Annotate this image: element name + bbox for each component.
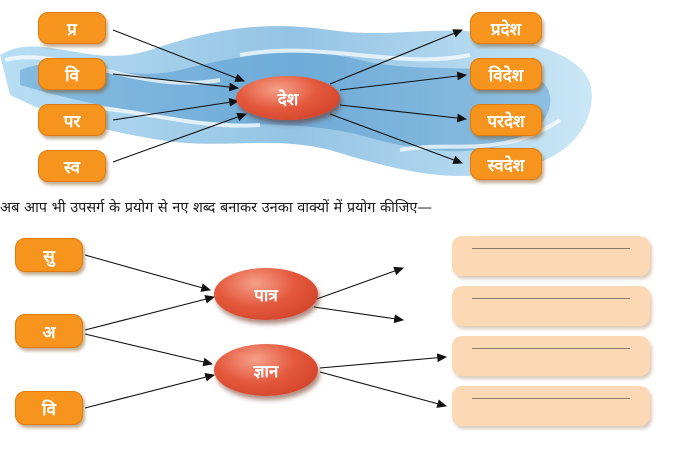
arrow-gyan-out-2	[319, 371, 448, 408]
prefix-label: वि	[42, 399, 56, 420]
result-pill-pardesh: परदेश	[470, 104, 542, 136]
prefix-pill-par: पर	[38, 104, 106, 136]
result-pill-pradesh: प्रदेश	[470, 12, 542, 44]
arrow-patra-out-1	[313, 266, 405, 301]
instruction-text: अब आप भी उपसर्ग के प्रयोग से नए शब्द बना…	[0, 200, 432, 216]
prefix-pill-vi-bottom: वि	[15, 391, 83, 425]
answer-blank-3[interactable]	[452, 336, 650, 376]
root-label: देश	[277, 89, 299, 110]
result-label: परदेश	[487, 111, 525, 132]
root-label: ज्ञान	[253, 361, 279, 382]
answer-blank-1[interactable]	[452, 236, 650, 276]
arrow-sva-to-desh	[112, 112, 248, 163]
prefix-label: सु	[43, 246, 55, 267]
result-label: स्वदेश	[487, 155, 525, 176]
prefix-label: स्व	[63, 157, 81, 178]
result-pill-videsh: विदेश	[470, 58, 542, 90]
root-oval-patra: पात्र	[214, 268, 318, 320]
answer-underline	[472, 248, 630, 249]
prefix-label: पर	[63, 111, 81, 132]
arrow-gyan-out-1	[319, 353, 448, 369]
arrow-vi-to-desh	[112, 73, 240, 92]
result-label: विदेश	[488, 65, 524, 86]
arrow-par-to-desh	[112, 97, 240, 121]
arrow-a-to-patra	[84, 294, 216, 331]
root-oval-desh: देश	[236, 76, 340, 120]
result-label: प्रदेश	[490, 19, 522, 40]
prefix-pill-pra: प्र	[38, 12, 106, 44]
prefix-pill-sva: स्व	[38, 150, 106, 182]
arrow-desh-to-svadesh	[329, 113, 464, 165]
root-oval-gyan: ज्ञान	[214, 344, 318, 396]
arrow-desh-to-videsh	[339, 71, 468, 91]
prefix-pill-vi: वि	[38, 58, 106, 90]
arrow-patra-out-2	[313, 306, 405, 324]
prefix-label: प्र	[67, 19, 77, 40]
arrow-desh-to-pradesh	[329, 29, 464, 85]
root-label: पात्र	[254, 285, 278, 306]
arrow-a-to-gyan	[84, 333, 214, 367]
arrow-pra-to-desh	[112, 29, 246, 82]
answer-blank-4[interactable]	[452, 386, 650, 426]
result-pill-svadesh: स्वदेश	[470, 148, 542, 180]
prefix-pill-su: सु	[15, 238, 83, 272]
arrow-desh-to-pardesh	[339, 104, 468, 123]
answer-blank-2[interactable]	[452, 286, 650, 326]
prefix-label: अ	[42, 322, 56, 343]
arrow-su-to-patra	[84, 254, 212, 292]
answer-underline	[472, 298, 630, 299]
answer-underline	[472, 398, 630, 399]
prefix-label: वि	[65, 65, 79, 86]
prefix-pill-a: अ	[15, 314, 83, 348]
arrow-vi-to-gyan	[84, 372, 216, 409]
answer-underline	[472, 348, 630, 349]
